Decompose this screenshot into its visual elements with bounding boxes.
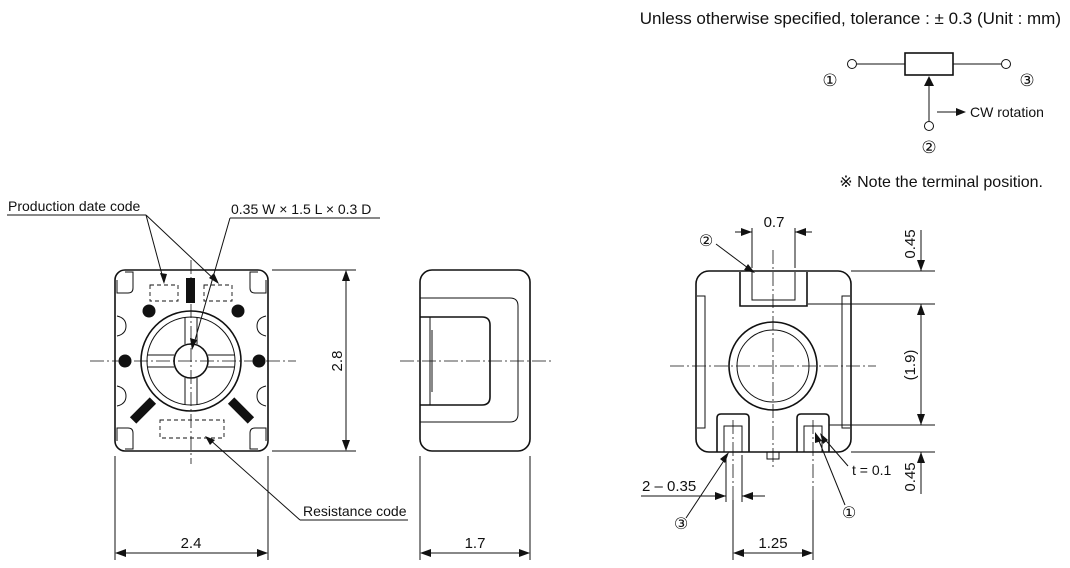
middle-span-dim: (1.9): [902, 350, 919, 381]
back-body-outline: [695, 270, 852, 453]
marking-bar: [186, 278, 195, 303]
alignment-dot: [231, 304, 245, 318]
terminal-3-node: [1001, 59, 1011, 69]
height-dimension: 2.8: [329, 351, 346, 372]
front-dimensions: [114, 269, 356, 560]
resistor-body: [904, 52, 954, 76]
side-notch: [256, 385, 267, 407]
cw-rotation-label: CW rotation: [970, 104, 1044, 120]
circuit-schematic: ① ③ ② CW rotation: [822, 52, 1044, 157]
back-terminal-3-label: ③: [674, 516, 688, 533]
corner-pad: [116, 271, 134, 294]
schematic-terminal-1-label: ①: [822, 71, 837, 90]
bottom-terminal-width-dim: 2 – 0.35: [642, 478, 696, 495]
terminal-pitch-dim: 1.25: [758, 535, 787, 552]
corner-pad: [116, 427, 134, 450]
side-frame: [420, 297, 519, 423]
schematic-terminal-3-label: ③: [1019, 71, 1034, 90]
bottom-terminal-1: [796, 413, 830, 452]
bottom-terminal-3: [716, 413, 750, 452]
diagonal-mark: [227, 397, 255, 424]
wiper-arrow: [924, 76, 934, 86]
tolerance-note: Unless otherwise specified, tolerance : …: [640, 9, 1061, 28]
width-dimension: 2.4: [181, 535, 202, 552]
terminal-1-node: [847, 59, 857, 69]
front-body-outline: [114, 269, 269, 452]
resistance-code-box: [159, 419, 225, 439]
schematic-terminal-2-label: ②: [921, 138, 936, 157]
top-offset-dim: 0.45: [902, 229, 919, 258]
side-notch: [116, 385, 127, 407]
side-notch: [256, 315, 267, 337]
corner-pad: [249, 427, 267, 450]
alignment-dot: [142, 304, 156, 318]
terminal-position-note: ※ Note the terminal position.: [839, 174, 1043, 191]
side-notch: [116, 315, 127, 337]
top-terminal-width-dim: 0.7: [764, 214, 785, 231]
alignment-dot: [252, 354, 266, 368]
top-terminal: [739, 272, 808, 307]
terminal-thickness-dim: t = 0.1: [852, 462, 892, 478]
diagonal-mark: [129, 397, 157, 424]
resistance-code-label: Resistance code: [303, 503, 407, 519]
side-dimensions: [419, 456, 531, 560]
cw-rotation-arrow: [956, 108, 966, 116]
corner-pad: [249, 271, 267, 294]
production-code-box: [203, 284, 233, 302]
marking-dimensions-label: 0.35 W × 1.5 L × 0.3 D: [231, 201, 371, 217]
production-date-code-label: Production date code: [8, 198, 141, 214]
back-dimensions: [641, 228, 935, 560]
production-code-box: [149, 284, 179, 302]
front-leaders: [7, 214, 408, 521]
back-view: [670, 250, 876, 500]
side-view: [400, 269, 552, 452]
bottom-offset-dim: 0.45: [902, 462, 919, 491]
front-view: [90, 260, 296, 464]
depth-dimension: 1.7: [465, 535, 486, 552]
side-body-outline: [419, 269, 531, 452]
back-terminal-2-label: ②: [699, 233, 713, 250]
terminal-2-node: [924, 121, 934, 131]
back-terminal-1-label: ①: [842, 505, 856, 522]
